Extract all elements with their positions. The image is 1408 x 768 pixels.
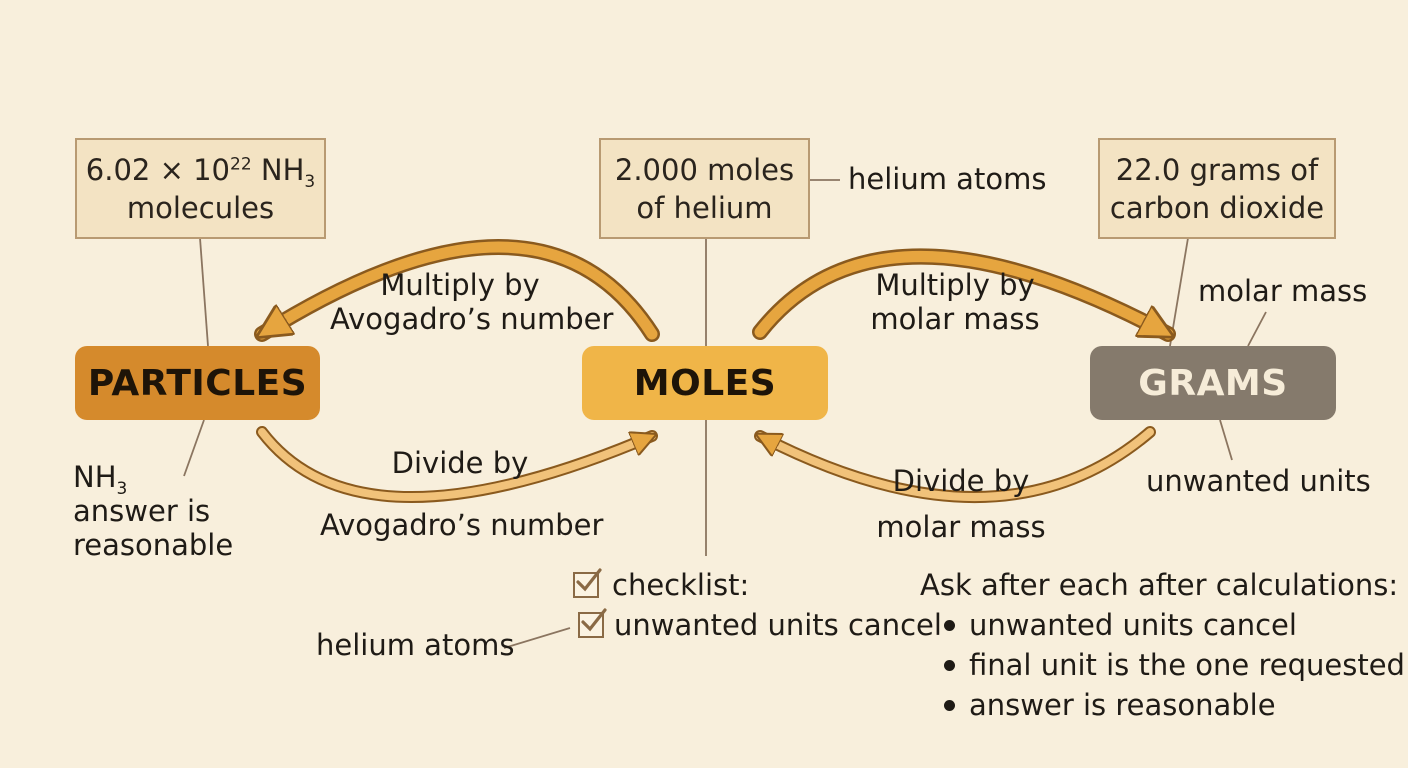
connector-particles-box bbox=[199, 237, 209, 347]
label-mtg-line2: molar mass bbox=[870, 302, 1040, 336]
question-item-1-text: unwanted units cancel bbox=[969, 608, 1297, 642]
connector-molar-mass bbox=[1247, 311, 1267, 347]
connector-grams-bottom bbox=[1219, 419, 1233, 461]
label-mtg-line1: Multiply by bbox=[875, 268, 1035, 302]
label-mtp-line2: Avogadro’s number bbox=[330, 302, 614, 336]
node-moles-label: MOLES bbox=[633, 362, 777, 404]
bullet-icon bbox=[944, 659, 955, 671]
checkmark-icon bbox=[581, 608, 607, 632]
bullet-icon bbox=[944, 699, 955, 711]
node-particles-label: PARTICLES bbox=[87, 362, 308, 404]
bullet-icon bbox=[944, 619, 955, 631]
annotation-answer-is: answer is bbox=[73, 494, 211, 528]
checkmark-icon bbox=[576, 568, 602, 592]
grams-box-line2: carbon dioxide bbox=[1109, 190, 1325, 225]
particles-box-pre: 6.02 × 10 bbox=[85, 152, 231, 187]
node-moles: MOLES bbox=[582, 346, 828, 420]
annotation-left-bottom: NH3 answer is reasonable bbox=[73, 460, 233, 562]
node-grams: GRAMS bbox=[1090, 346, 1336, 420]
checklist-item: unwanted units cancel bbox=[614, 608, 942, 642]
connector-particles-bottom bbox=[183, 419, 205, 477]
label-moles-to-particles: Multiply by Avogadro’s number bbox=[330, 268, 614, 336]
moles-box-line2: of helium bbox=[636, 190, 773, 225]
label-particles-to-moles-2: Avogadro’s number bbox=[320, 508, 604, 542]
question-item-3: answer is reasonable bbox=[944, 688, 1276, 722]
annotation-molar-mass: molar mass bbox=[1198, 274, 1368, 308]
question-item-2-text: final unit is the one requested bbox=[969, 648, 1405, 682]
annotation-reasonable: reasonable bbox=[73, 528, 234, 562]
annotation-nh3-prefix: NH bbox=[73, 460, 117, 494]
label-particles-to-moles-1: Divide by bbox=[391, 446, 529, 480]
checkbox-unwanted-units[interactable] bbox=[578, 608, 607, 638]
node-grams-label: GRAMS bbox=[1138, 362, 1288, 404]
annotation-nh3-sub: 3 bbox=[116, 478, 128, 499]
checkbox-checklist[interactable] bbox=[573, 568, 602, 598]
grams-info-box: 22.0 grams of carbon dioxide bbox=[1098, 138, 1336, 239]
moles-box-line1: 2.000 moles bbox=[614, 152, 795, 187]
label-gtm-line2: molar mass bbox=[876, 510, 1046, 544]
label-grams-to-moles: Divide by molar mass bbox=[856, 458, 1066, 550]
particles-box-sup: 22 bbox=[230, 153, 252, 174]
label-gtm-line1: Divide by bbox=[892, 464, 1030, 498]
annotation-helium-atoms-top: helium atoms bbox=[848, 162, 1047, 196]
checklist-title: checklist: bbox=[612, 568, 750, 602]
particles-box-sub: 3 bbox=[304, 171, 316, 192]
question-item-3-text: answer is reasonable bbox=[969, 688, 1276, 722]
grams-box-line1: 22.0 grams of bbox=[1115, 152, 1319, 187]
particles-info-box: 6.02 × 1022 NH3 molecules bbox=[75, 138, 326, 239]
question-item-1: unwanted units cancel bbox=[944, 608, 1297, 642]
particles-box-mid: NH bbox=[251, 152, 305, 187]
annotation-helium-atoms-bottom: helium atoms bbox=[316, 628, 515, 662]
annotation-unwanted-units: unwanted units bbox=[1146, 464, 1371, 498]
questions-heading: Ask after each after calculations: bbox=[920, 568, 1399, 602]
question-item-2: final unit is the one requested bbox=[944, 648, 1405, 682]
label-mtp-line1: Multiply by bbox=[380, 268, 540, 302]
label-moles-to-grams: Multiply by molar mass bbox=[850, 268, 1060, 336]
node-particles: PARTICLES bbox=[75, 346, 320, 420]
particles-box-line2: molecules bbox=[126, 190, 275, 225]
moles-info-box: 2.000 moles of helium bbox=[599, 138, 810, 239]
connector-helium-bottom bbox=[503, 627, 571, 649]
